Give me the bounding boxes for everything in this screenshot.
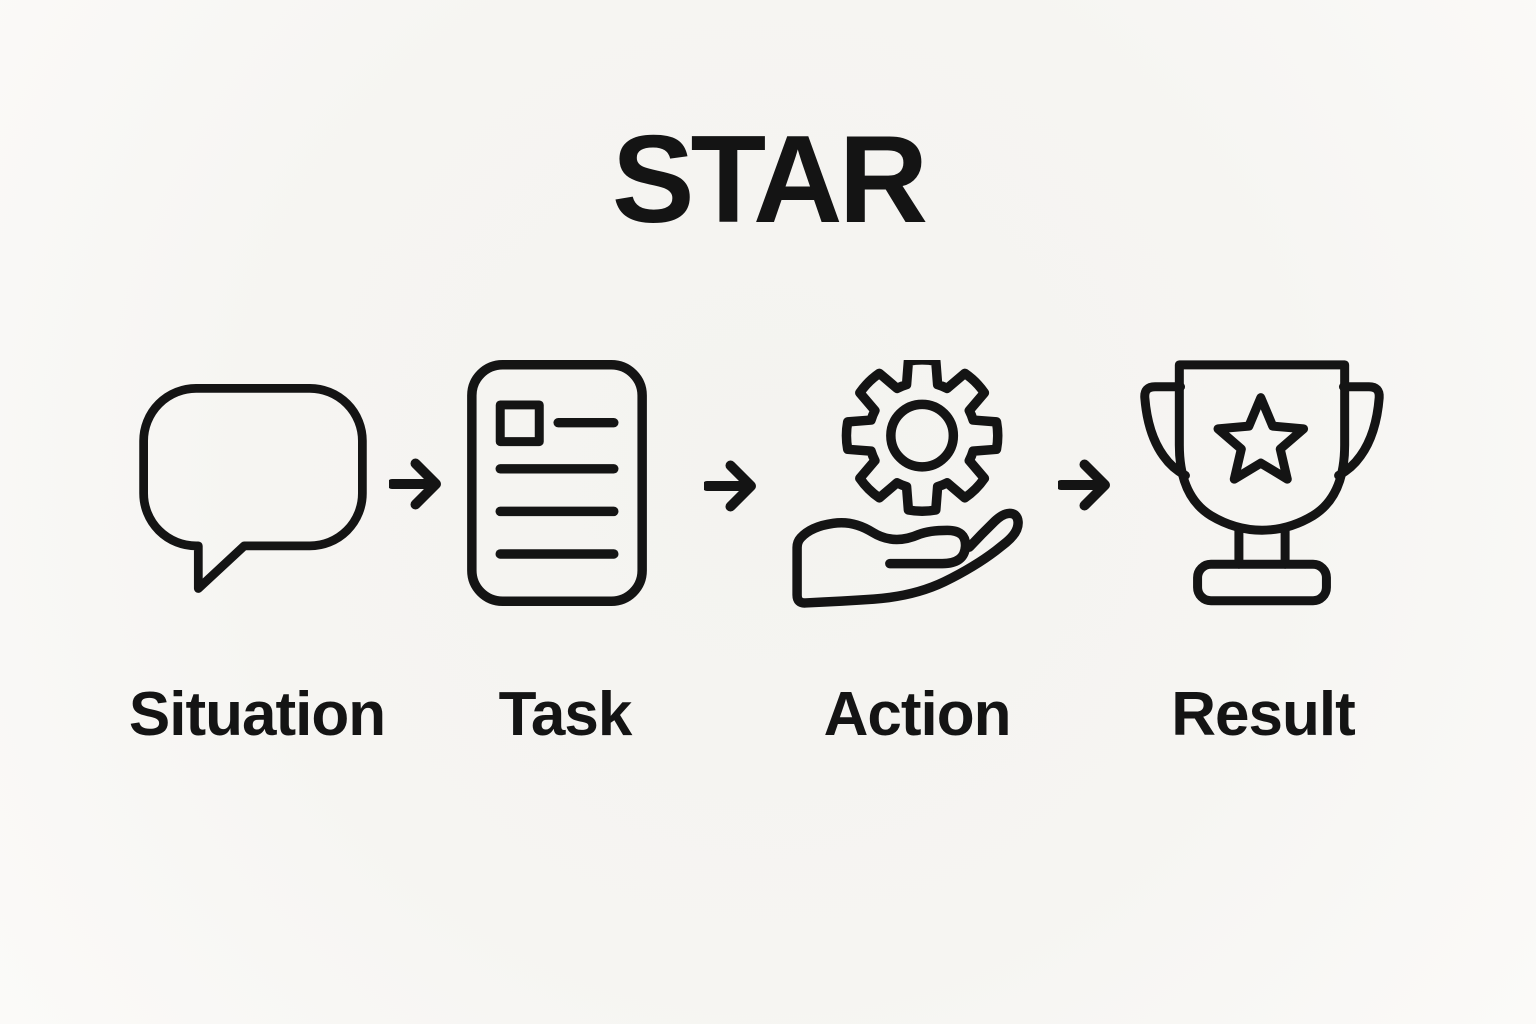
diagram-title: STAR	[611, 111, 928, 249]
speech-bubble-icon	[139, 384, 367, 594]
right-arrow-icon	[389, 455, 447, 513]
step-label-task: Task	[498, 680, 633, 749]
right-arrow-icon	[1058, 456, 1116, 514]
step-label-action: Action	[823, 680, 1012, 749]
document-icon	[467, 360, 647, 606]
step-label-situation: Situation	[128, 680, 386, 749]
hand-holding-gear-icon	[791, 360, 1029, 610]
right-arrow-icon	[704, 457, 762, 515]
trophy-icon	[1133, 360, 1391, 608]
step-label-result: Result	[1171, 680, 1355, 749]
